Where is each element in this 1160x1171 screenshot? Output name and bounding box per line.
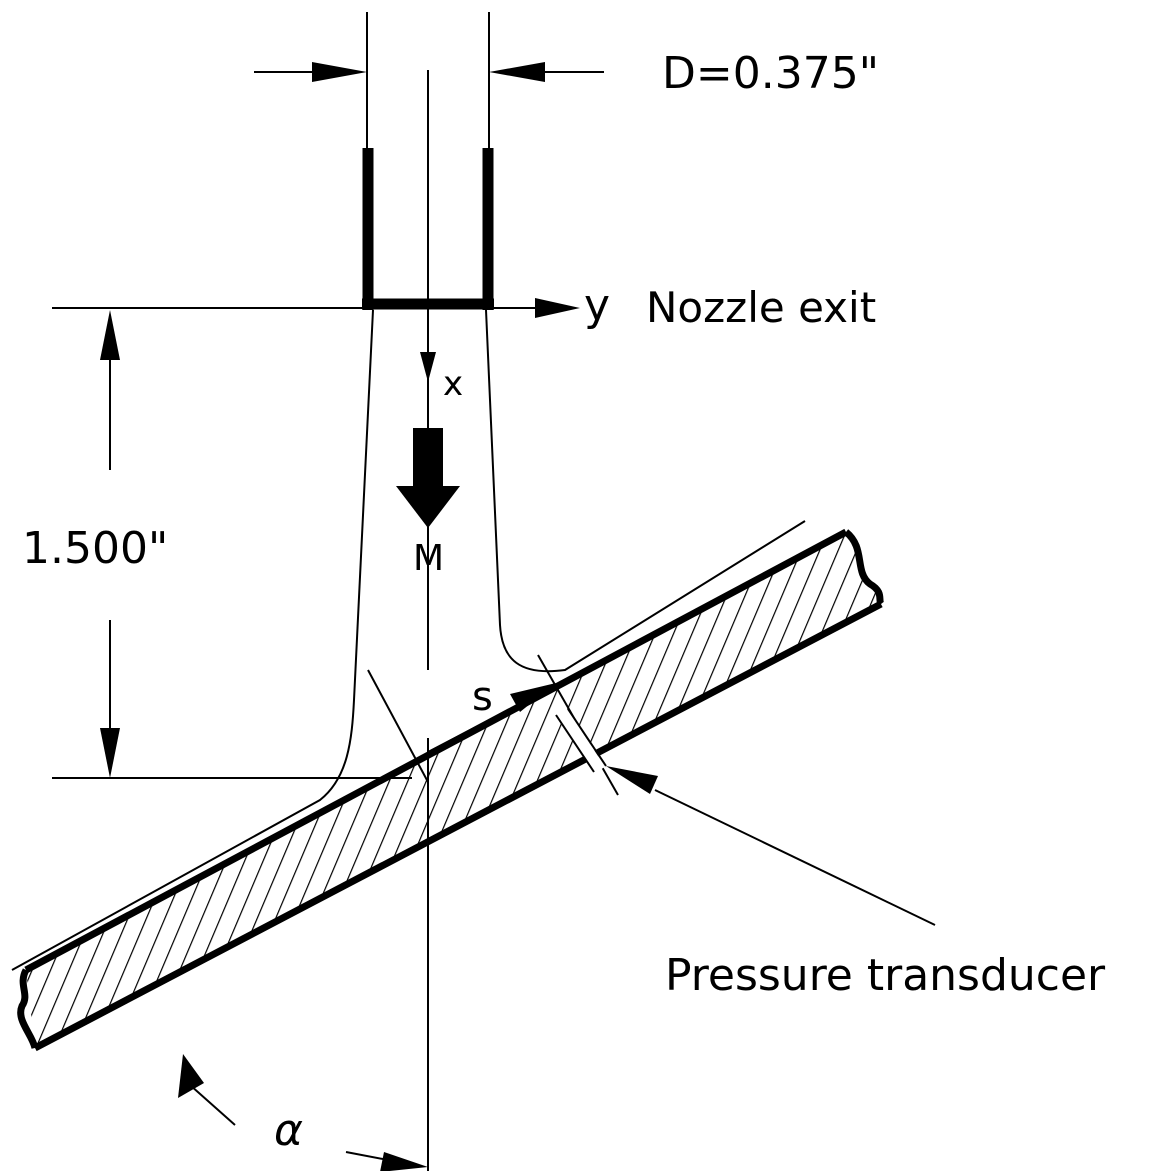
pressure-tap (537, 654, 619, 796)
x-axis: x (420, 352, 463, 404)
y-axis: y Nozzle exit (52, 280, 876, 332)
diameter-dimension: D=0.375" (254, 12, 879, 148)
jet-boundaries (11, 309, 806, 971)
standoff-label: 1.500" (22, 523, 168, 574)
impingement-plate (17, 528, 885, 1052)
s-label: s (472, 674, 493, 720)
s-coordinate: s (427, 674, 556, 753)
standoff-dimension: 1.500" (22, 310, 412, 779)
angle-indicator: α (274, 1105, 428, 1171)
transducer-label: Pressure transducer (665, 950, 1106, 1001)
diameter-label: D=0.375" (662, 48, 879, 99)
mach-label: M (413, 538, 444, 579)
transducer-leader: Pressure transducer (606, 766, 1106, 1001)
mach-arrow: M (396, 428, 460, 579)
x-axis-label: x (443, 364, 463, 404)
plate-surface-arrow (178, 1054, 236, 1126)
y-axis-label: y (584, 280, 610, 331)
plate-normal-line (367, 669, 429, 783)
angle-label: α (274, 1105, 303, 1156)
nozzle-exit-label: Nozzle exit (646, 283, 876, 332)
